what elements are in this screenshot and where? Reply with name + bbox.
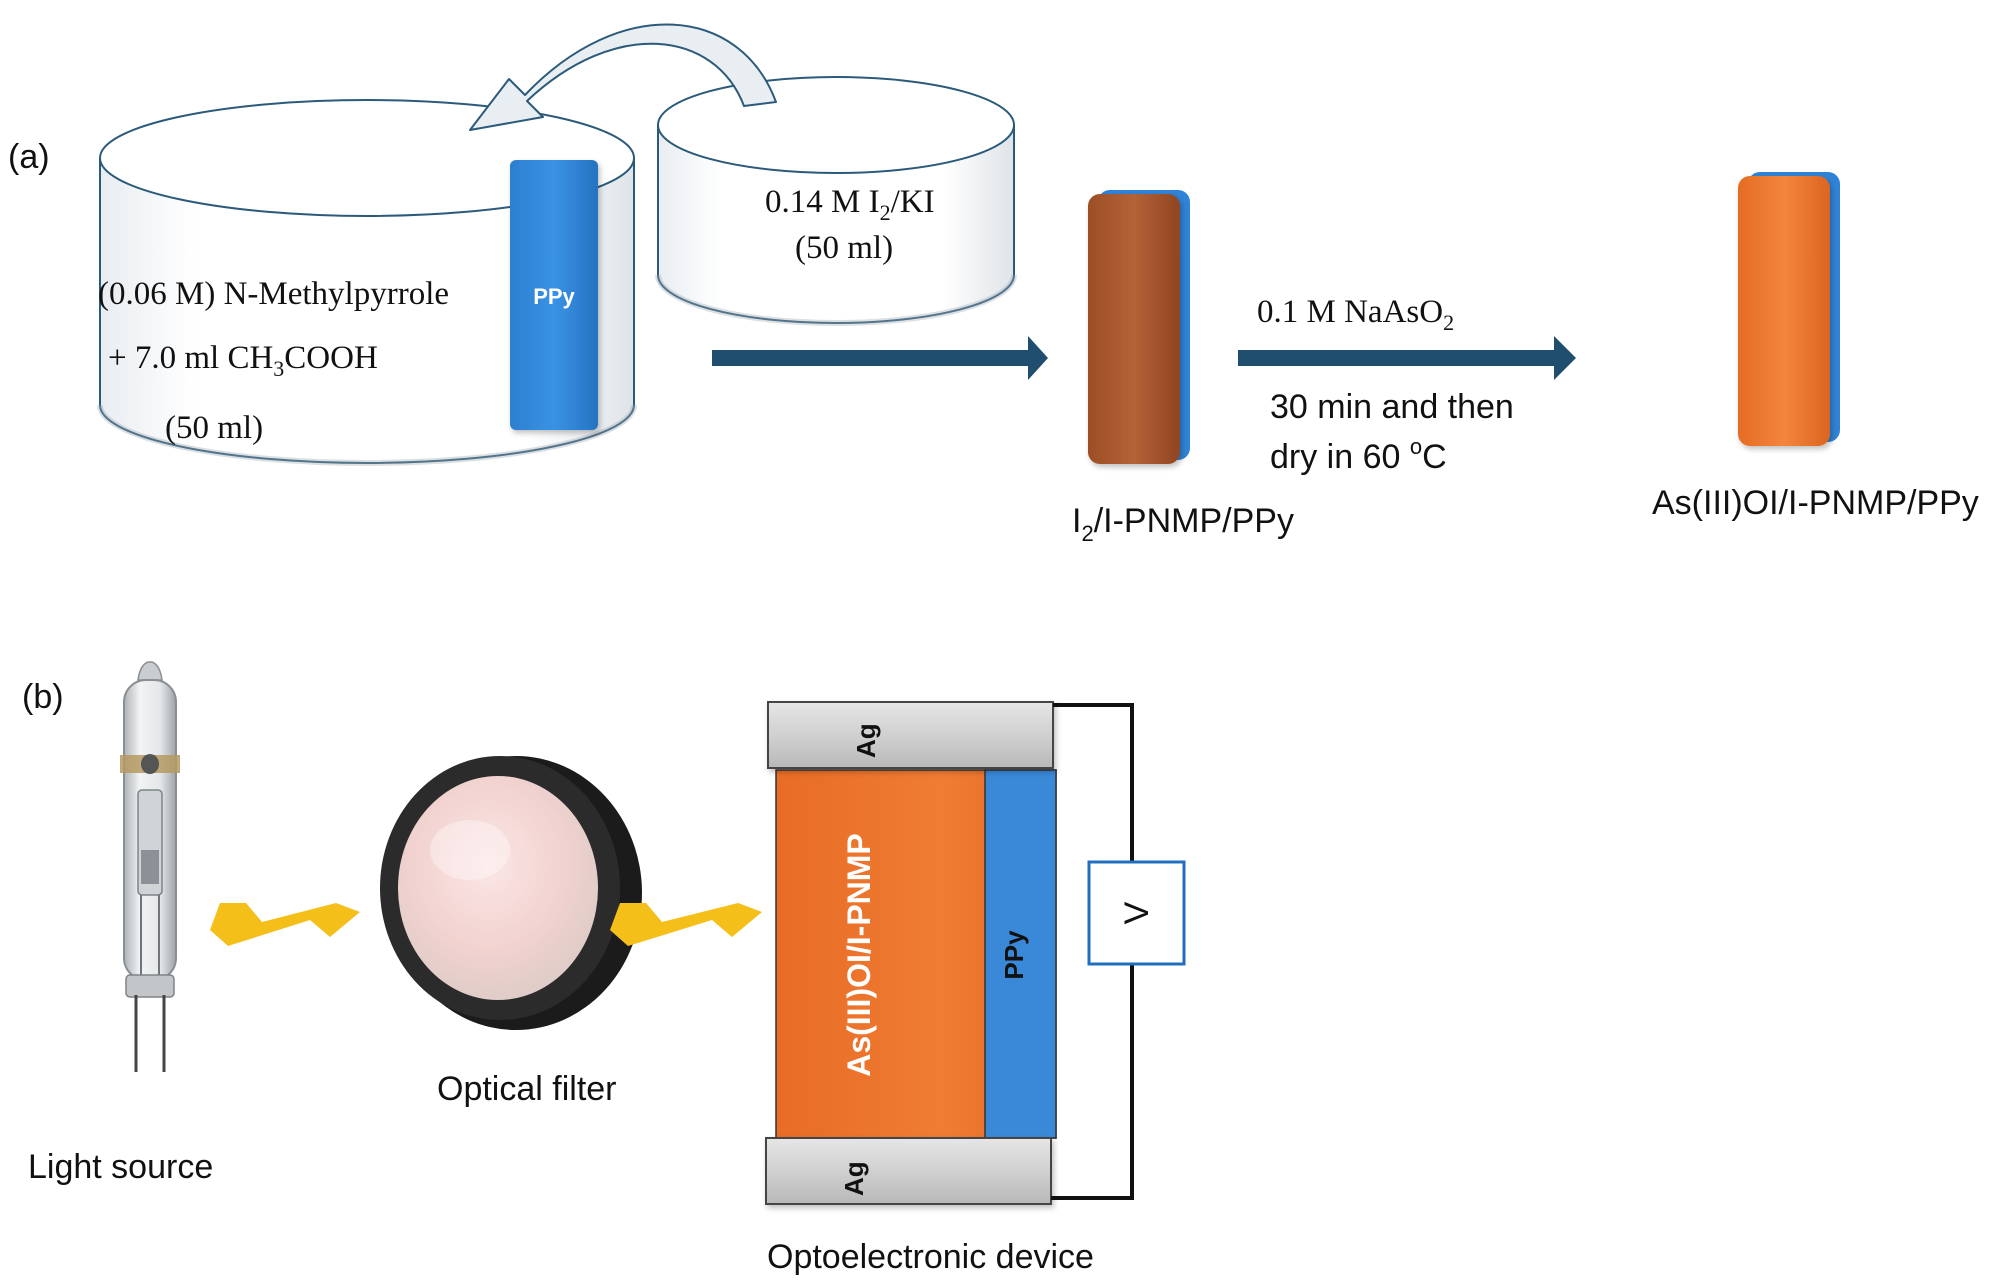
product1-electrode <box>1088 190 1190 464</box>
step2-condition-1: 30 min and then <box>1270 388 1514 426</box>
product2-label: As(III)OI/I-PNMP/PPy <box>1652 484 1979 522</box>
beaker1-additive: + 7.0 ml CH3COOH <box>108 340 378 381</box>
optical-filter-label: Optical filter <box>437 1070 617 1108</box>
light-source-label: Light source <box>28 1148 213 1186</box>
step2-condition-2: dry in 60 oC <box>1270 434 1447 476</box>
ppy-layer-label: PPy <box>999 930 1029 980</box>
lamp-icon <box>120 661 180 1072</box>
panel-b-label: (b) <box>22 678 64 716</box>
step2-reagent: 0.1 M NaAsO2 <box>1257 294 1454 335</box>
light-beam-icon <box>210 903 360 946</box>
bottom-contact-label: Ag <box>839 1161 869 1196</box>
beaker2-volume: (50 ml) <box>795 230 893 266</box>
panel-a-label: (a) <box>8 138 50 176</box>
ppy-electrode <box>510 160 598 430</box>
process-arrow-2 <box>1238 336 1576 380</box>
product1-label: I2/I-PNMP/PPy <box>1072 502 1294 546</box>
voltmeter-label: V <box>1118 901 1156 924</box>
ppy-electrode-label: PPy <box>533 284 575 309</box>
beaker1-volume: (50 ml) <box>165 410 263 446</box>
top-ag-contact <box>767 701 1054 769</box>
voltmeter-icon <box>1087 860 1186 966</box>
device-caption: Optoelectronic device <box>767 1238 1094 1276</box>
light-beam-icon-2 <box>610 903 762 946</box>
product2-electrode <box>1738 172 1840 446</box>
bottom-ag-contact <box>765 1137 1052 1205</box>
top-contact-label: Ag <box>851 723 881 758</box>
optical-filter-icon <box>380 756 642 1030</box>
beaker1-concentration: (0.06 M) N-Methylpyrrole <box>98 276 449 312</box>
beaker-n-methylpyrrole <box>97 99 637 466</box>
pour-arrow <box>469 23 777 131</box>
beaker2-concentration: 0.14 M I2/KI <box>765 184 935 225</box>
process-arrow-1 <box>712 336 1048 380</box>
active-layer-label: As(III)OI/I-PNMP <box>841 833 877 1077</box>
